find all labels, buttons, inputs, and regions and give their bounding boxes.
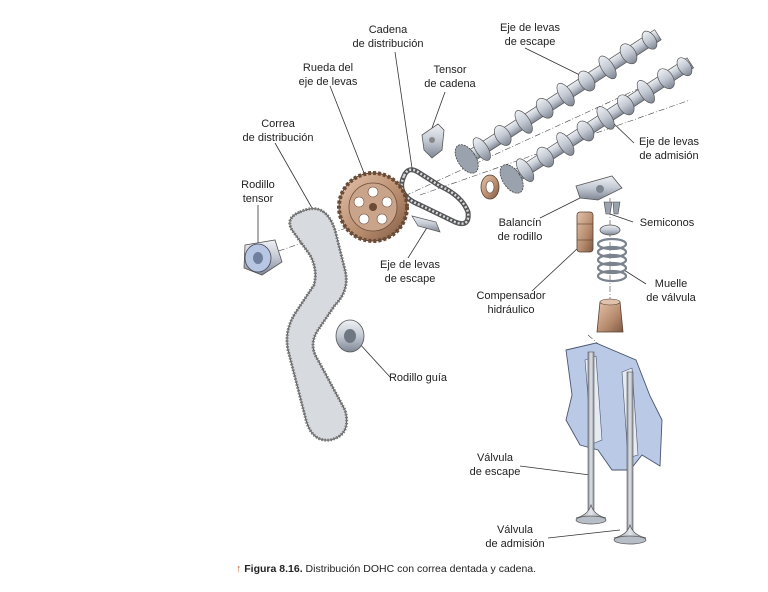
exhaust-camshaft bbox=[454, 29, 662, 174]
label-rueda: Rueda del eje de levas bbox=[298, 62, 358, 88]
leader-lines bbox=[257, 47, 647, 539]
seal-ring bbox=[480, 174, 500, 200]
label-eje-escape-top: Eje de levas de escape bbox=[500, 22, 560, 48]
caption-arrow-icon: ↑ bbox=[236, 563, 242, 575]
label-compensador: Compensador hidráulico bbox=[476, 290, 546, 316]
valve-spring-assembly bbox=[596, 224, 628, 333]
roller-rocker-arm bbox=[575, 175, 623, 201]
camshaft-sprocket bbox=[337, 171, 409, 243]
label-valvula-admision: Válvula de admisión bbox=[485, 524, 545, 550]
exhaust-valve bbox=[575, 351, 607, 525]
intake-camshaft bbox=[499, 57, 695, 194]
label-balancin: Balancín de rodillo bbox=[497, 217, 543, 243]
hydraulic-lifter bbox=[576, 211, 594, 253]
timing-chain bbox=[399, 167, 471, 233]
intake-valve bbox=[613, 371, 647, 545]
label-muelle: Muelle de válvula bbox=[646, 278, 696, 304]
guide-roller bbox=[335, 319, 365, 353]
caption-text: Distribución DOHC con correa dentada y c… bbox=[302, 563, 537, 575]
label-eje-escape-mid: Eje de levas de escape bbox=[380, 259, 440, 285]
label-tensor-cadena: Tensor de cadena bbox=[424, 64, 476, 90]
tensioner-roller bbox=[243, 239, 283, 276]
label-cadena: Cadena de distribución bbox=[352, 24, 424, 50]
label-semiconos: Semiconos bbox=[639, 217, 695, 229]
label-eje-admision: Eje de levas de admisión bbox=[639, 136, 699, 162]
figure-caption: ↑Figura 8.16. Distribución DOHC con corr… bbox=[236, 563, 536, 575]
label-valvula-escape: Válvula de escape bbox=[469, 452, 521, 478]
chain-tensioner bbox=[421, 123, 445, 159]
split-collets bbox=[603, 201, 621, 215]
caption-figure-number: Figura 8.16. bbox=[244, 563, 303, 575]
label-rodillo-tensor: Rodillo tensor bbox=[241, 179, 275, 205]
timing-belt bbox=[285, 207, 349, 442]
label-correa: Correa de distribución bbox=[242, 118, 314, 144]
label-rodillo-guia: Rodillo guía bbox=[388, 372, 448, 384]
cylinder-head-section bbox=[565, 342, 663, 471]
